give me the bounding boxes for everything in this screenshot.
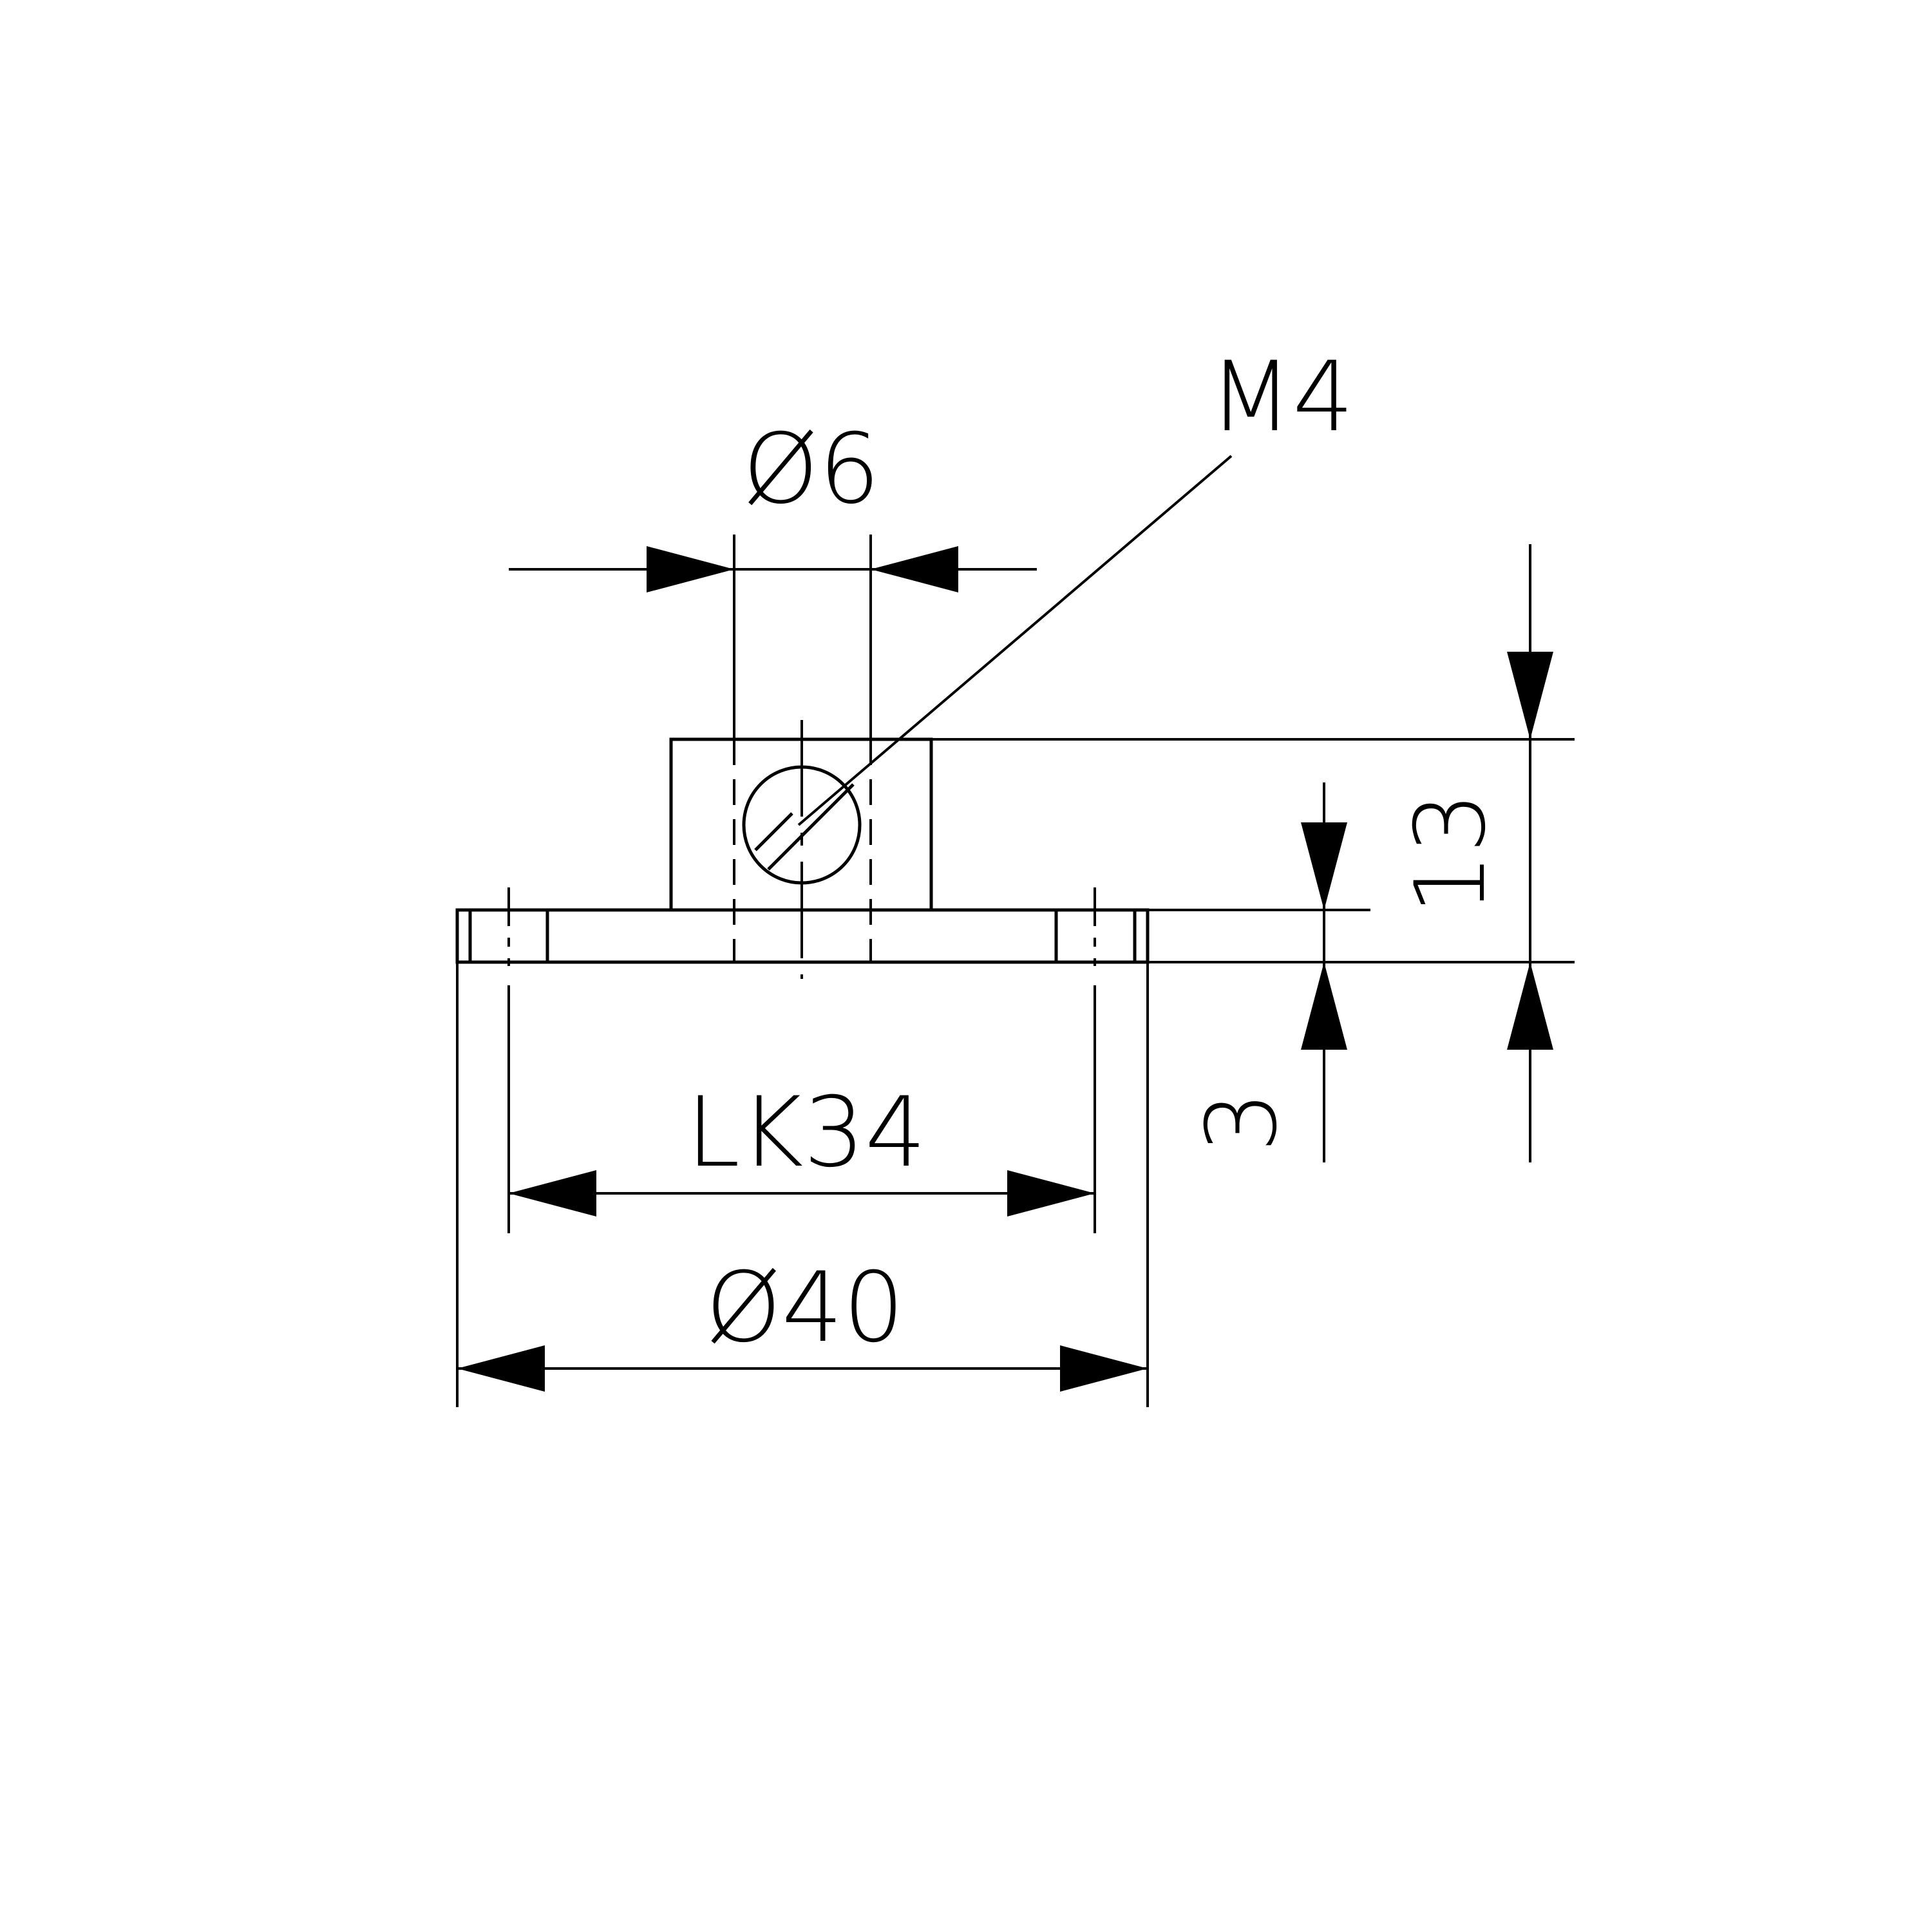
arrow-lk34-right <box>1007 1170 1095 1217</box>
dimension-lines <box>456 455 1575 1407</box>
dimension-arrows <box>457 546 1553 1392</box>
thread-hatch-line-2 <box>767 783 855 871</box>
arrow-t3-top <box>1301 822 1347 910</box>
arrow-d6-right <box>871 546 958 592</box>
label-outer-diameter: Ø40 <box>706 1252 905 1364</box>
dimension-labels: M4 Ø6 LK34 Ø40 13 3 <box>687 341 1507 1364</box>
arrow-lk34-left <box>509 1170 596 1217</box>
leader-line-m4 <box>797 455 1233 826</box>
arrow-d40-right <box>1060 1345 1148 1392</box>
arrow-h13-top <box>1507 652 1553 739</box>
arrow-d40-left <box>457 1345 545 1392</box>
arrow-d6-left <box>647 546 734 592</box>
thread-hatch-line-1 <box>754 812 793 851</box>
label-bore-diameter: Ø6 <box>743 413 880 526</box>
arrow-t3-bottom <box>1301 962 1347 1050</box>
label-flange-thickness: 3 <box>1186 1091 1298 1152</box>
label-overall-height: 13 <box>1395 792 1507 915</box>
label-thread: M4 <box>1209 341 1354 453</box>
arrow-h13-bottom <box>1507 962 1553 1050</box>
hidden-lines <box>507 720 1096 979</box>
label-bolt-circle: LK34 <box>687 1077 927 1189</box>
